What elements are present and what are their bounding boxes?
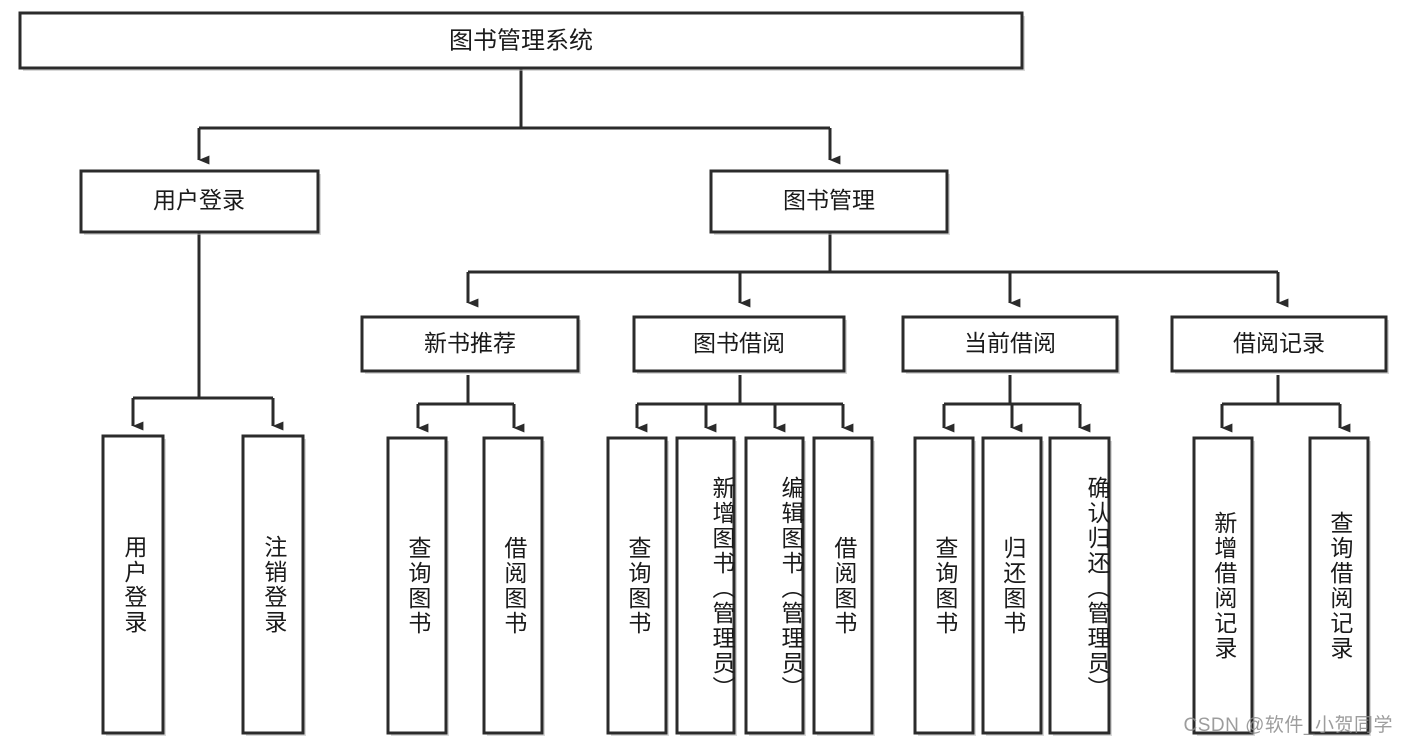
node-book-manage[interactable]: 图书管理 (709, 169, 950, 235)
node-new-book-recommend[interactable]: 新书推荐 (360, 315, 581, 374)
node-leaf-edit-book[interactable] (744, 436, 806, 736)
node-leaf-query-book-3[interactable] (913, 436, 976, 736)
node-book-manage-label: 图书管理 (783, 187, 875, 213)
connector-group-new-book-recommend-to-leaves (416, 375, 525, 433)
node-book-borrow-label: 图书借阅 (693, 330, 785, 356)
connector-group-root-to-level2 (197, 68, 841, 165)
node-current-borrow[interactable]: 当前借阅 (901, 315, 1120, 374)
connector-group-book-manage-to-level3 (466, 232, 1289, 308)
node-leaf-query-book-1[interactable] (386, 436, 449, 736)
csdn-watermark: CSDN @软件_小贺同学 (1183, 715, 1393, 736)
node-borrow-record-label: 借阅记录 (1233, 330, 1325, 356)
node-leaf-logout-login[interactable] (241, 434, 306, 736)
node-leaf-query-record[interactable] (1308, 436, 1371, 736)
connector-group-current-borrow-to-leaves (942, 375, 1091, 433)
node-leaf-borrow-book-1[interactable] (482, 436, 545, 736)
node-leaf-confirm-return[interactable] (1048, 436, 1112, 736)
connector-group-book-borrow-to-leaves (635, 375, 854, 433)
node-borrow-record[interactable]: 借阅记录 (1170, 315, 1389, 374)
node-book-borrow[interactable]: 图书借阅 (632, 315, 847, 374)
node-leaf-add-record[interactable] (1192, 436, 1255, 736)
node-leaf-return-book[interactable] (981, 436, 1044, 736)
connector-group-user-login-to-leaves (131, 232, 284, 431)
node-leaf-borrow-book-2[interactable] (812, 436, 875, 736)
node-leaf-user-login[interactable] (101, 434, 166, 736)
node-user-login[interactable]: 用户登录 (79, 169, 321, 235)
connector-group-borrow-record-to-leaves (1220, 375, 1351, 433)
node-root[interactable]: 图书管理系统 (18, 11, 1025, 71)
node-current-borrow-label: 当前借阅 (964, 330, 1056, 356)
node-user-login-label: 用户登录 (153, 187, 245, 213)
node-leaf-query-book-2[interactable] (606, 436, 669, 736)
node-root-label: 图书管理系统 (449, 27, 593, 54)
node-leaf-add-book[interactable] (675, 436, 737, 736)
node-new-book-recommend-label: 新书推荐 (424, 330, 516, 356)
